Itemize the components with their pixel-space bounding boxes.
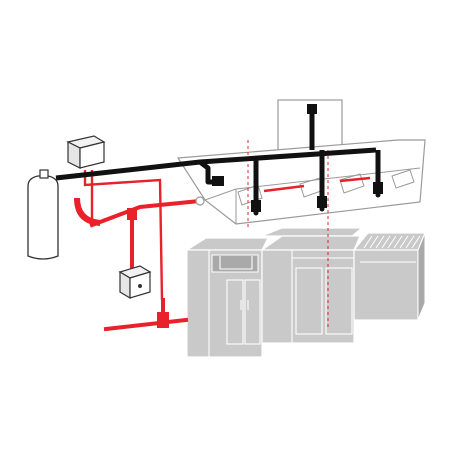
fryer-door-left <box>226 279 244 345</box>
detection-line-run-2 <box>263 184 305 193</box>
griddle-grate <box>393 235 403 249</box>
griddle-grate <box>411 235 421 249</box>
fryer-basket-rack <box>219 256 253 270</box>
griddle-grate <box>375 235 385 249</box>
range-body <box>261 249 355 344</box>
nozzle-1 <box>251 200 261 216</box>
detection-line-bottom <box>103 317 189 332</box>
nozzle-2-tip <box>319 206 325 212</box>
nozzle-3 <box>373 182 383 198</box>
detection-line-run-3 <box>339 176 371 183</box>
fryer-door-right <box>244 279 261 345</box>
plenum-nozzle <box>307 104 317 114</box>
elbow-fitting <box>74 198 100 226</box>
tee-fitting <box>127 208 137 220</box>
griddle-grate <box>399 235 409 249</box>
fryer-top <box>184 237 269 251</box>
pull-station-knob <box>138 284 142 288</box>
fryer-nozzle <box>212 176 224 186</box>
nozzle-3-tip <box>375 192 381 198</box>
hood-filter-1 <box>237 184 263 206</box>
cylinder-valve <box>39 169 49 179</box>
griddle-grate <box>405 235 415 249</box>
control-box-front <box>79 141 105 169</box>
detection-line-feed <box>83 170 164 301</box>
fryer-nozzle-body <box>212 176 224 186</box>
nozzle-3-body <box>373 182 383 194</box>
hood-penetration <box>195 196 205 206</box>
griddle-grates <box>363 235 421 249</box>
plenum-nozzle-body <box>307 104 317 114</box>
detection-line <box>74 170 371 332</box>
gas-cylinder-icon <box>27 175 59 260</box>
nozzle-1-body <box>251 200 261 212</box>
range-backsplash <box>261 227 364 237</box>
griddle-grate <box>387 235 397 249</box>
hood-filter-3 <box>339 173 365 194</box>
griddle-body <box>353 249 419 321</box>
griddle-grate <box>363 235 373 249</box>
range-oven-door-left <box>295 267 323 335</box>
nozzle-1-tip <box>253 210 259 216</box>
griddle-unit <box>352 232 426 321</box>
detection-line-hood-run <box>89 198 203 228</box>
control-head <box>66 135 106 169</box>
hood-filter-4 <box>391 169 415 189</box>
range-unit <box>260 227 364 344</box>
fryer-unit <box>184 237 269 358</box>
griddle-grate <box>381 235 391 249</box>
nozzle-2 <box>317 196 327 212</box>
agent-distribution-piping <box>55 104 383 216</box>
range-top <box>260 235 361 251</box>
nozzle-2-body <box>317 196 327 208</box>
fryer-basin <box>211 254 259 273</box>
griddle-grate <box>369 235 379 249</box>
range-oven-door-right <box>325 267 353 335</box>
cooking-line <box>184 227 426 358</box>
griddle-side <box>417 232 426 321</box>
agent-cylinder <box>27 169 59 260</box>
conduit-fitting <box>157 312 169 328</box>
manual-pull-station <box>118 265 152 300</box>
